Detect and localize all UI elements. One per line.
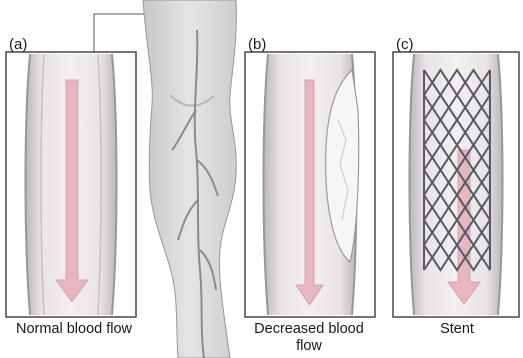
panel-a-caption: Normal blood flow <box>16 321 133 337</box>
panel-b-tag: (b) <box>248 36 266 53</box>
panel-a-tag: (a) <box>9 36 27 53</box>
panel-b-caption-line2: flow <box>296 338 322 354</box>
panel-decreased <box>245 52 375 317</box>
panel-normal <box>6 52 136 317</box>
leg-illustration <box>143 0 236 358</box>
panel-c-tag: (c) <box>396 36 414 53</box>
panel-stent <box>393 52 519 317</box>
panel-c-caption: Stent <box>440 321 474 337</box>
panel-b-caption-line1: Decreased blood <box>254 321 364 337</box>
